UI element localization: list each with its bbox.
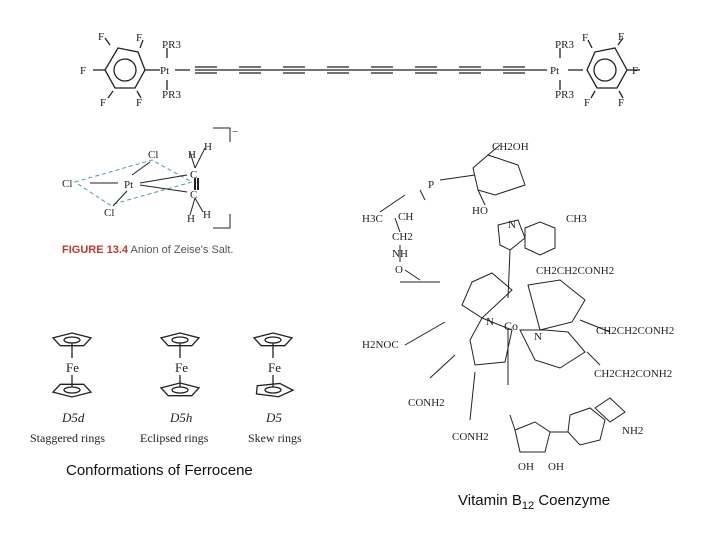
b12-structure [379,144,626,453]
polyyne-chain [195,66,547,74]
right-pt-center [559,48,583,90]
c-atom: C [190,189,197,201]
n-atom: N [534,331,542,343]
fe-atom: Fe [66,360,79,375]
n-atom: N [508,219,516,231]
right-perfluorophenyl-ring [586,37,640,99]
b12-group: NH [392,248,408,260]
ring-label: Eclipsed rings [140,431,209,445]
b12-group: CH2CH2CONH2 [594,368,672,380]
fe-atom: Fe [175,360,188,375]
pr3-label: PR3 [555,89,574,101]
f-label: F [98,31,104,43]
f-label: F [632,65,638,77]
b12-label-suffix: Coenzyme [534,492,611,509]
b12-group: H3C [362,213,383,225]
f-label: F [80,65,86,77]
b12-label: Vitamin B12 Coenzyme [458,492,610,512]
pr3-label: PR3 [162,39,181,51]
symmetry-label: D5h [169,410,192,425]
h-atom: H [204,141,212,153]
cobalt-atom: Co [504,319,518,333]
ferrocene-label: Conformations of Ferrocene [66,462,253,479]
b12-group: CONH2 [452,431,489,443]
pr3-label: PR3 [555,39,574,51]
b12-label-sub: 12 [521,500,535,512]
ring-label: Skew rings [248,431,302,445]
f-label: F [100,97,106,109]
ring-label: Staggered rings [30,431,105,445]
f-label: F [618,97,624,109]
f-label: F [582,32,588,44]
b12-group: NH2 [622,425,643,437]
f-label: F [584,97,590,109]
h-atom: H [187,213,195,225]
pt-atom: Pt [124,179,133,191]
cl-atom: Cl [148,149,158,161]
b12-group: CH2 [392,231,413,243]
b12-group: CH3 [566,213,587,225]
b12-label-prefix: Vitamin B [458,492,522,509]
pr3-label: PR3 [162,89,181,101]
ferrocene-conformers [51,332,295,398]
b12-group: CONH2 [408,397,445,409]
symmetry-label: D5 [265,410,282,425]
zeise-caption: FIGURE 13.4 Anion of Zeise's Salt. [62,244,262,257]
b12-group: HO [472,205,488,217]
left-pt-center [166,48,190,90]
charge-label: − [232,126,238,138]
pt-label: Pt [160,65,169,77]
b12-group: O [395,264,403,276]
h-atom: H [203,209,211,221]
c-atom: C [190,169,197,181]
b12-group: CH2CH2CONH2 [536,265,614,277]
cl-atom: Cl [62,178,72,190]
pt-label: Pt [550,65,559,77]
h-atom: H [188,149,196,161]
b12-group: H2NOC [362,339,399,351]
symmetry-label: D5d [61,410,85,425]
b12-group: OH [548,461,564,473]
n-atom: N [486,316,494,328]
b12-group: P [428,179,434,191]
f-label: F [136,97,142,109]
figure-caption: Anion of Zeise's Salt. [130,244,234,256]
f-label: F [136,32,142,44]
left-perfluorophenyl-ring [93,37,160,99]
b12-group: CH2CH2CONH2 [596,325,674,337]
fe-atom: Fe [268,360,281,375]
b12-group: CH [398,211,413,223]
f-label: F [618,31,624,43]
cl-atom: Cl [104,207,114,219]
zeise-salt-structure [73,127,231,229]
b12-group: CH2OH [492,141,529,153]
b12-group: OH [518,461,534,473]
figure-number: FIGURE 13.4 [62,244,129,256]
